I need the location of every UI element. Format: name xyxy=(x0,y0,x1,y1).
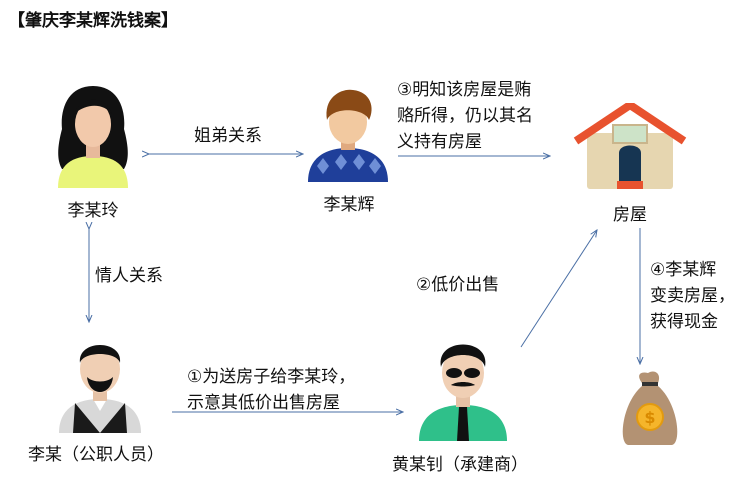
label-siblings: 姐弟关系 xyxy=(194,126,262,146)
node-li-mouhui: 李某辉 xyxy=(323,195,375,215)
money-bag-icon: $ xyxy=(622,371,678,445)
node-li-mou: 李某（公职人员） xyxy=(28,445,164,465)
label-lovers: 情人关系 xyxy=(95,266,163,286)
label-step3: ③明知该房屋是贿 赂所得，仍以其名 义持有房屋 xyxy=(397,80,533,152)
node-house: 房屋 xyxy=(613,205,647,225)
node-huang: 黄某钊（承建商） xyxy=(392,455,528,475)
diagram-title: 【肇庆李某辉洗钱案】 xyxy=(8,11,178,31)
label-step4: ④李某辉 变卖房屋， 获得现金 xyxy=(650,260,735,332)
sell-low-arrow xyxy=(520,230,597,348)
woman-avatar-icon xyxy=(58,86,128,188)
label-step2: ②低价出售 xyxy=(416,275,500,295)
node-li-mouling: 李某玲 xyxy=(67,201,119,221)
man-sunglasses-avatar-icon xyxy=(419,344,507,441)
house-icon xyxy=(573,103,687,189)
svg-text:$: $ xyxy=(644,408,655,427)
label-step1: ①为送房子给李某玲， 示意其低价出售房屋 xyxy=(187,367,356,413)
man-curly-hair-avatar-icon xyxy=(308,89,388,182)
man-beard-vest-avatar-icon xyxy=(59,345,141,433)
